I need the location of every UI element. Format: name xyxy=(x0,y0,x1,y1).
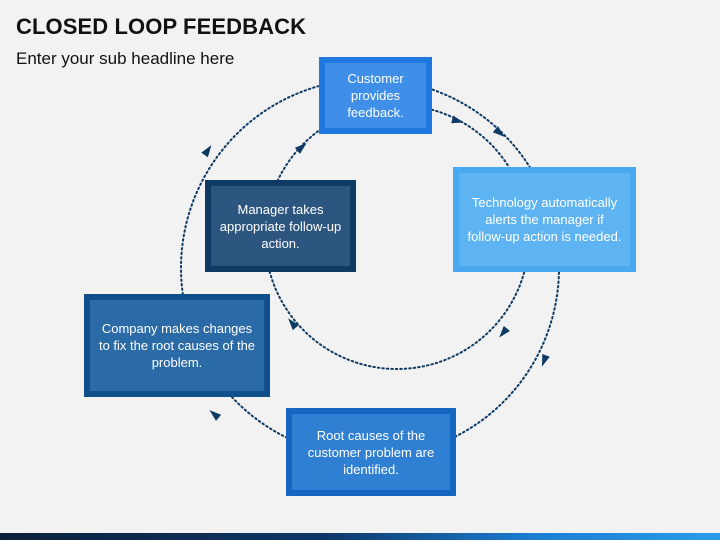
step-root-causes-text: Root causes of the customer problem are … xyxy=(292,414,450,490)
arrow-outer-right xyxy=(541,353,550,367)
step-root-causes: Root causes of the customer problem are … xyxy=(286,408,456,496)
arrow-inner-top-left xyxy=(294,143,307,154)
step-technology-alert-text: Technology automatically alerts the mana… xyxy=(459,173,630,266)
step-technology-alert: Technology automatically alerts the mana… xyxy=(453,167,636,272)
step-customer-feedback: Customer provides feedback. xyxy=(319,57,432,134)
step-company-changes: Company makes changes to fix the root ca… xyxy=(84,294,270,397)
arrow-outer-top-right xyxy=(451,115,464,124)
arrow-inner-left xyxy=(288,318,299,331)
step-manager-action-text: Manager takes appropriate follow-up acti… xyxy=(211,186,350,266)
page-subtitle: Enter your sub headline here xyxy=(16,49,235,68)
arrow-inner-top-right xyxy=(492,126,505,137)
bottom-accent-bar xyxy=(0,533,720,540)
page-title: CLOSED LOOP FEEDBACK xyxy=(16,14,307,39)
step-customer-feedback-text: Customer provides feedback. xyxy=(325,63,426,128)
arrow-inner-right xyxy=(499,325,510,338)
step-manager-action: Manager takes appropriate follow-up acti… xyxy=(205,180,356,272)
step-company-changes-text: Company makes changes to fix the root ca… xyxy=(90,300,264,391)
arrow-outer-top-left xyxy=(201,145,212,158)
arrow-outer-bottom-left xyxy=(209,410,222,421)
